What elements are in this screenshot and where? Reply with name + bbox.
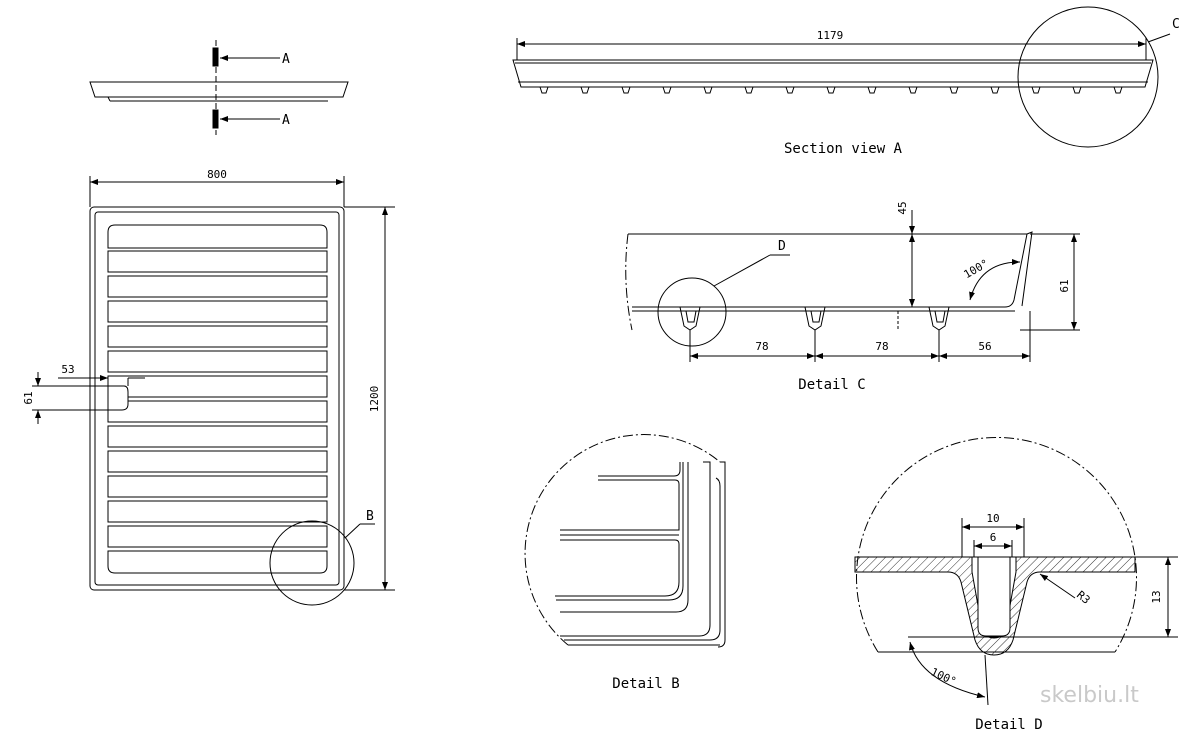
detail-c-view [625,210,1080,362]
detail-c-marker: C [1172,17,1180,32]
section-mark-top: A [282,52,290,67]
section-a-caption: Section view A [784,141,903,157]
detail-b-view [524,434,726,648]
watermark: skelbiu.lt [1040,683,1139,708]
detail-b-caption: Detail B [612,676,679,692]
plan-slats [107,224,328,574]
detail-d-height: 13 [1150,590,1163,603]
detail-d-outer-width: 10 [986,512,999,525]
section-view-a [512,6,1171,148]
plan-view [32,176,395,606]
plan-width-dim: 800 [207,168,227,181]
detail-d-view [854,437,1178,706]
detail-c-angle: 100° [962,257,991,282]
detail-d-caption: Detail D [975,717,1042,733]
notch-height-dim: 61 [22,391,35,404]
detail-c-spacing-2: 78 [875,340,888,353]
detail-d-inner-width: 6 [990,531,997,544]
detail-c-depth-dim: 45 [896,201,909,214]
detail-d-radius: R3 [1074,588,1093,606]
detail-c-spacing-3: 56 [978,340,991,353]
section-mark-bottom: A [282,113,290,128]
notch-width-dim: 53 [61,363,74,376]
detail-d-angle: 100° [929,665,959,688]
detail-c-height-dim: 61 [1058,279,1071,292]
plan-height-dim: 1200 [368,386,381,413]
section-ribs [539,86,1123,94]
detail-c-spacing-1: 78 [755,340,768,353]
detail-b-marker: B [366,509,374,524]
section-length-dim: 1179 [817,29,844,42]
detail-d-marker: D [778,239,786,254]
side-view [89,40,349,135]
detail-c-caption: Detail C [798,377,865,393]
